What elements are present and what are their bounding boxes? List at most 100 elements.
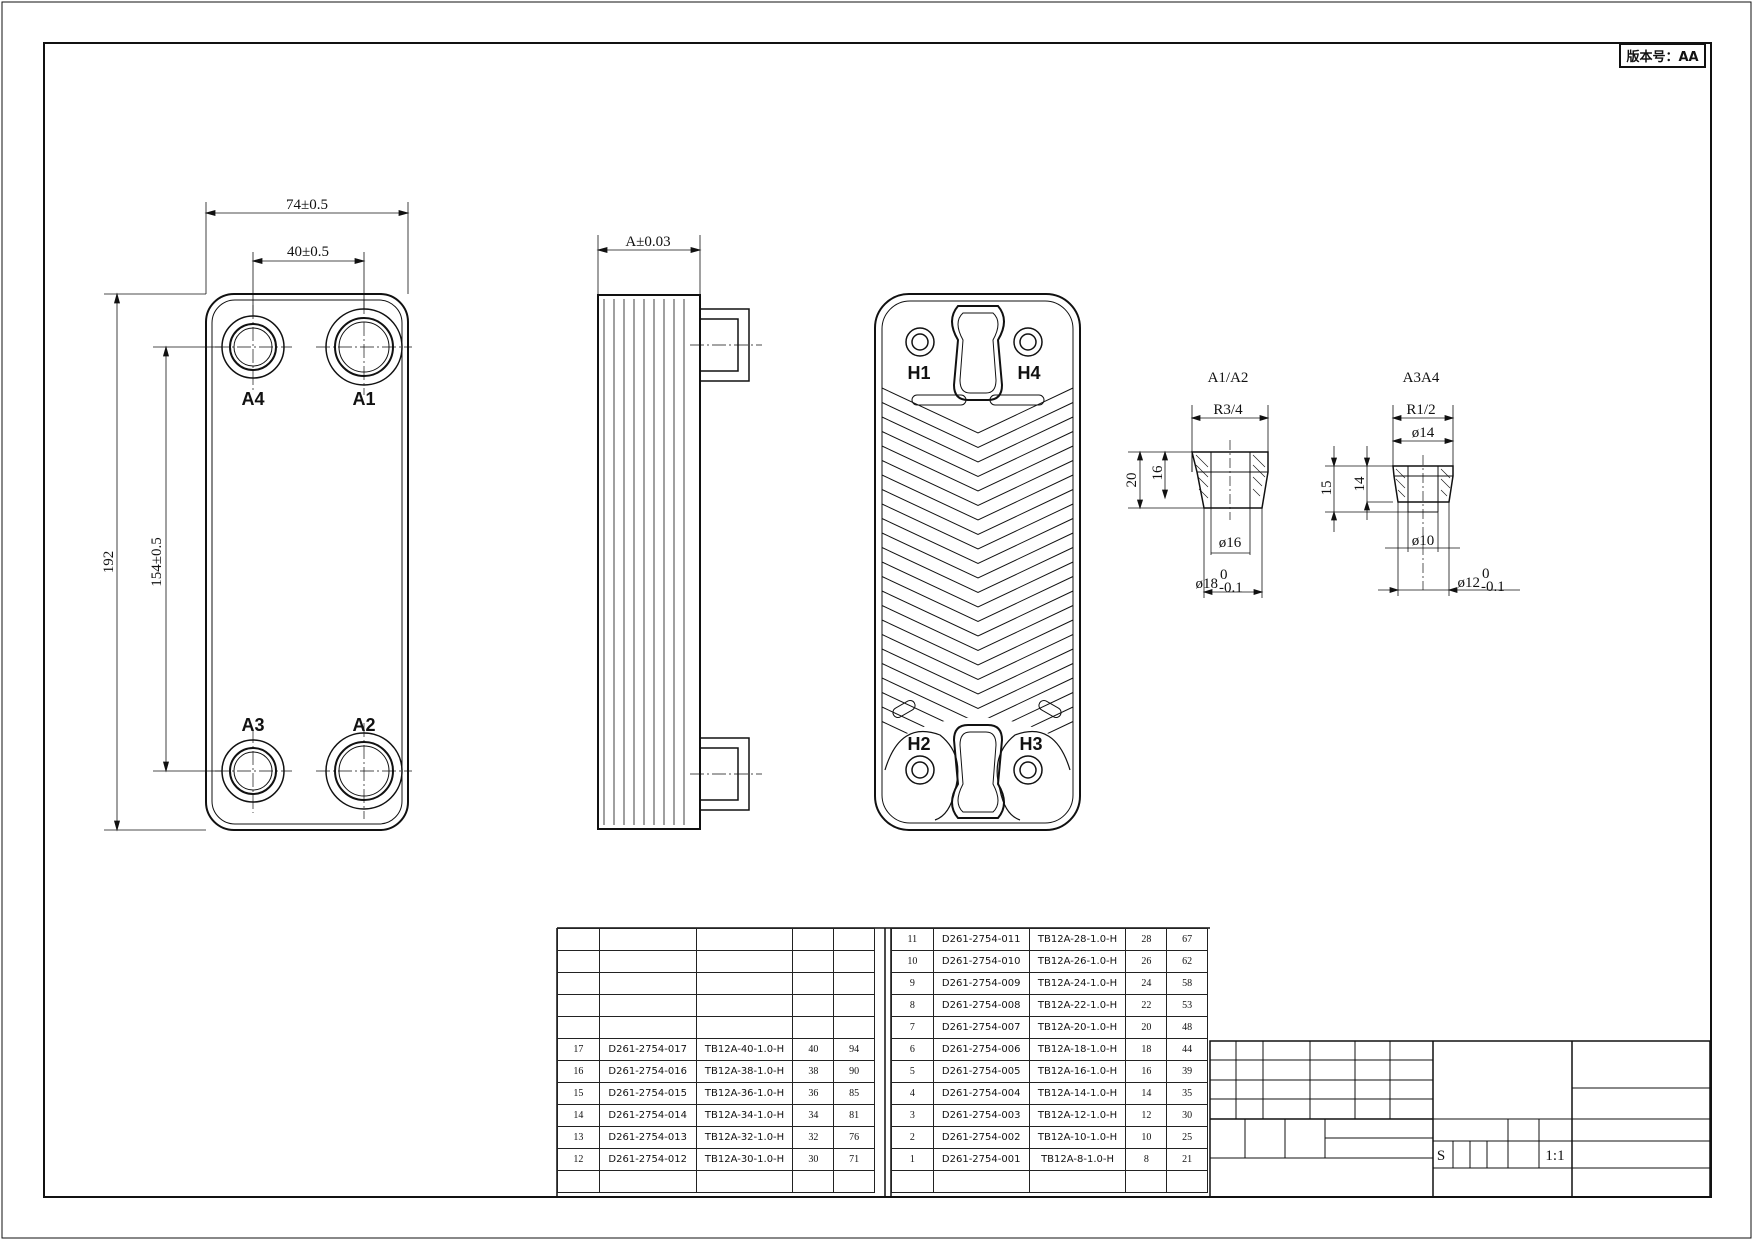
- bom-model: TB12A-26-1.0-H: [1028, 950, 1127, 973]
- bom-model: [695, 1170, 794, 1193]
- dim-port-distance: 154±0.5: [149, 537, 165, 586]
- bom-drawing-no: [598, 928, 697, 951]
- chevron-corrugation: [881, 576, 1074, 623]
- scale-label: S: [1437, 1148, 1445, 1164]
- bom-weight: 25: [1166, 1126, 1208, 1149]
- bom-model: TB12A-22-1.0-H: [1028, 994, 1127, 1017]
- bom-weight: [1166, 1170, 1208, 1193]
- connection-a1a2-detail: A1/A2 R3/4 20 16 ø16 ø18 0 -0.1: [1124, 370, 1270, 598]
- chevron-corrugation: [881, 648, 1074, 695]
- bom-weight: [833, 994, 875, 1017]
- bom-item-no: 12: [557, 1148, 600, 1171]
- bom-model: TB12A-12-1.0-H: [1028, 1104, 1127, 1127]
- bom-plates: 28: [1125, 928, 1168, 951]
- connection-a3a4-detail: A3A4 R1/2 ø14 15 14 ø10 ø12 0: [1319, 370, 1520, 596]
- port-h1-circle: [905, 327, 935, 357]
- bom-plates: 30: [792, 1148, 835, 1171]
- bom-item-no: 4: [891, 1082, 934, 1105]
- bom-item-no: 11: [891, 928, 934, 951]
- bom-model: [695, 950, 794, 973]
- bom-plates: [792, 972, 835, 995]
- bom-weight: 44: [1166, 1038, 1208, 1061]
- connection-a3a4-top-dia: ø14: [1412, 425, 1435, 441]
- chevron-corrugation: [881, 489, 1074, 536]
- bom-item-no: 9: [891, 972, 934, 995]
- port-h3-circle: [1013, 755, 1043, 785]
- bom-plates: 40: [792, 1038, 835, 1061]
- bom-plates: [792, 928, 835, 951]
- bom-model: TB12A-36-1.0-H: [695, 1082, 794, 1105]
- bom-weight: 58: [1166, 972, 1208, 995]
- bom-model: TB12A-10-1.0-H: [1028, 1126, 1127, 1149]
- bom-weight: 85: [833, 1082, 875, 1105]
- bom-weight: 35: [1166, 1082, 1208, 1105]
- chevron-corrugation: [881, 503, 1074, 550]
- bom-item-no: 5: [891, 1060, 934, 1083]
- port-h2-circle: [905, 755, 935, 785]
- port-label-h3: H3: [1019, 734, 1042, 754]
- dim-width: 74±0.5: [286, 197, 328, 213]
- bom-model: [695, 994, 794, 1017]
- bom-drawing-no: D261-2754-011: [932, 928, 1030, 951]
- bom-drawing-no: [598, 972, 697, 995]
- front-view: 74±0.5 40±0.5 192 154±0.5 A4 A1 A3 A2: [101, 197, 412, 832]
- bom-weight: 76: [833, 1126, 875, 1149]
- bom-drawing-no: [598, 994, 697, 1017]
- connection-a1a2-outer-sub: -0.1: [1219, 580, 1243, 596]
- bom-drawing-no: D261-2754-008: [932, 994, 1030, 1017]
- chevron-corrugation: [881, 460, 1074, 507]
- bom-item-no: 10: [891, 950, 934, 973]
- bom-item-no: [557, 1170, 600, 1193]
- bom-model: [695, 972, 794, 995]
- bom-plates: 20: [1125, 1016, 1168, 1039]
- bom-weight: 81: [833, 1104, 875, 1127]
- bom-weight: [833, 950, 875, 973]
- chevron-corrugation: [881, 518, 1074, 565]
- bom-drawing-no: D261-2754-015: [598, 1082, 697, 1105]
- drawing-frame: [43, 42, 1712, 1198]
- title-block-grid: [1209, 1040, 1711, 1198]
- connection-a1a2-bore: ø16: [1219, 535, 1242, 551]
- port-label-a1: A1: [352, 389, 375, 409]
- bom-plates: 26: [1125, 950, 1168, 973]
- bom-weight: 53: [1166, 994, 1208, 1017]
- connection-a1a2-title: A1/A2: [1208, 370, 1249, 386]
- bom-item-no: 6: [891, 1038, 934, 1061]
- connection-a1a2-outer-sup: 0: [1220, 567, 1228, 583]
- bom-weight: 90: [833, 1060, 875, 1083]
- bom-weight: [833, 1016, 875, 1039]
- bom-row: [557, 994, 875, 1017]
- chevron-corrugation: [881, 445, 1074, 492]
- connection-a1a2-h-inner: 16: [1150, 465, 1166, 481]
- bom-model: TB12A-32-1.0-H: [695, 1126, 794, 1149]
- bom-plates: 8: [1125, 1148, 1168, 1171]
- bom-weight: 94: [833, 1038, 875, 1061]
- version-box: 版本号：AA: [1619, 43, 1706, 68]
- bom-weight: 67: [1166, 928, 1208, 951]
- connection-a3a4-h-inner: 14: [1352, 476, 1368, 492]
- bom-drawing-no: D261-2754-003: [932, 1104, 1030, 1127]
- bom-weight: 48: [1166, 1016, 1208, 1039]
- bom-item-no: [557, 994, 600, 1017]
- bom-plates: 24: [1125, 972, 1168, 995]
- bom-drawing-no: D261-2754-009: [932, 972, 1030, 995]
- dim-height: 192: [101, 551, 117, 574]
- bom-weight: 30: [1166, 1104, 1208, 1127]
- bom-weight: 21: [1166, 1148, 1208, 1171]
- scale-value: 1:1: [1545, 1148, 1564, 1164]
- chevron-corrugation: [881, 474, 1074, 521]
- connection-a3a4-outer-sub: -0.1: [1481, 579, 1505, 595]
- dim-thickness: A±0.03: [625, 234, 670, 250]
- bom-item-no: [557, 950, 600, 973]
- bom-plates: [792, 950, 835, 973]
- bom-item-no: 3: [891, 1104, 934, 1127]
- bom-drawing-no: [598, 1170, 697, 1193]
